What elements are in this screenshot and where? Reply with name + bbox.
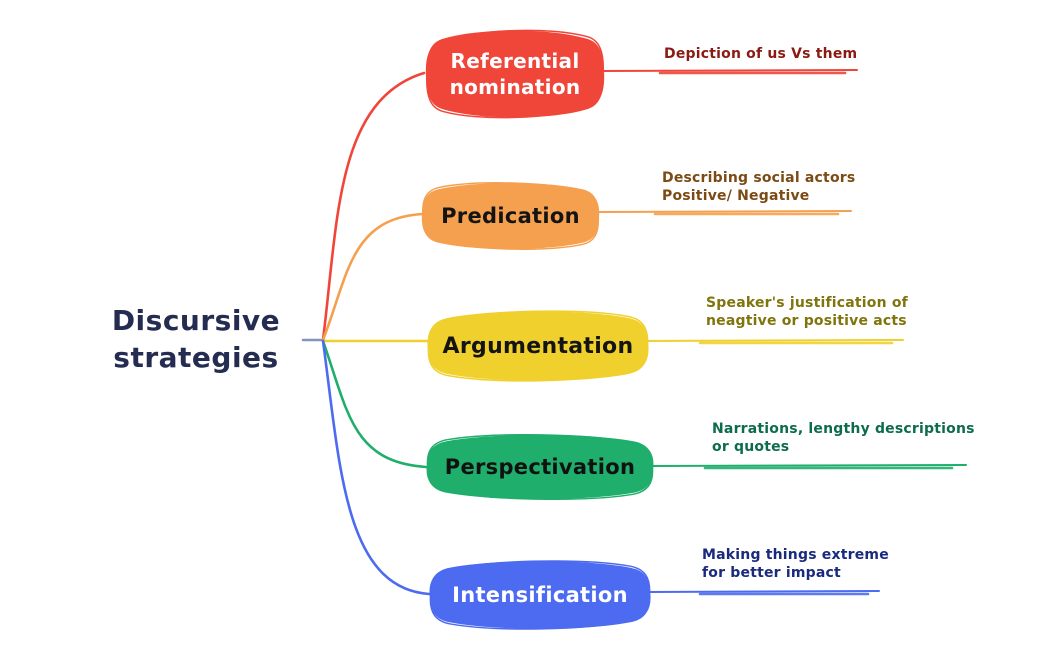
- branch-desc-intensification[interactable]: Making things extreme for better impact: [702, 547, 889, 581]
- node-label: Perspectivation: [444, 455, 636, 479]
- branch-desc-predication[interactable]: Describing social actors Positive/ Negat…: [662, 170, 856, 204]
- underline-referential-nomination: [599, 69, 858, 72]
- branch-line-referential-nomination: [321, 71, 426, 342]
- branch-line-perspectivation: [321, 339, 428, 469]
- node-perspectivation[interactable]: Perspectivation: [424, 430, 656, 504]
- node-label: Predication: [441, 204, 580, 228]
- branch-line-intensification: [321, 339, 431, 596]
- branch-desc-referential-nomination[interactable]: Depiction of us Vs them: [664, 46, 858, 62]
- underline-predication: [595, 210, 852, 213]
- branch-desc-argumentation[interactable]: Speaker's justification of neagtive or p…: [706, 295, 908, 329]
- node-blob-predication: [420, 178, 601, 254]
- node-intensification[interactable]: Intensification: [427, 556, 653, 634]
- node-blob-argumentation: [425, 306, 651, 386]
- node-referential-nomination[interactable]: Referential nomination: [424, 24, 606, 124]
- branch-desc-perspectivation[interactable]: Narrations, lengthy descriptions or quot…: [712, 421, 975, 455]
- node-label: Argumentation: [442, 333, 634, 359]
- node-label: Referential nomination: [449, 49, 581, 99]
- underline-argumentation: [639, 339, 904, 342]
- node-blob-intensification: [427, 556, 653, 634]
- underline-perspectivation: [649, 464, 967, 467]
- branch-line-predication: [321, 212, 425, 342]
- node-predication[interactable]: Predication: [420, 178, 601, 254]
- underline-intensification: [647, 590, 880, 593]
- node-argumentation[interactable]: Argumentation: [425, 306, 651, 386]
- root-topic-label[interactable]: Discursive strategies: [111, 304, 281, 374]
- node-label: Intensification: [452, 583, 628, 607]
- node-blob-perspectivation: [424, 430, 656, 504]
- node-blob-referential-nomination: [424, 24, 606, 124]
